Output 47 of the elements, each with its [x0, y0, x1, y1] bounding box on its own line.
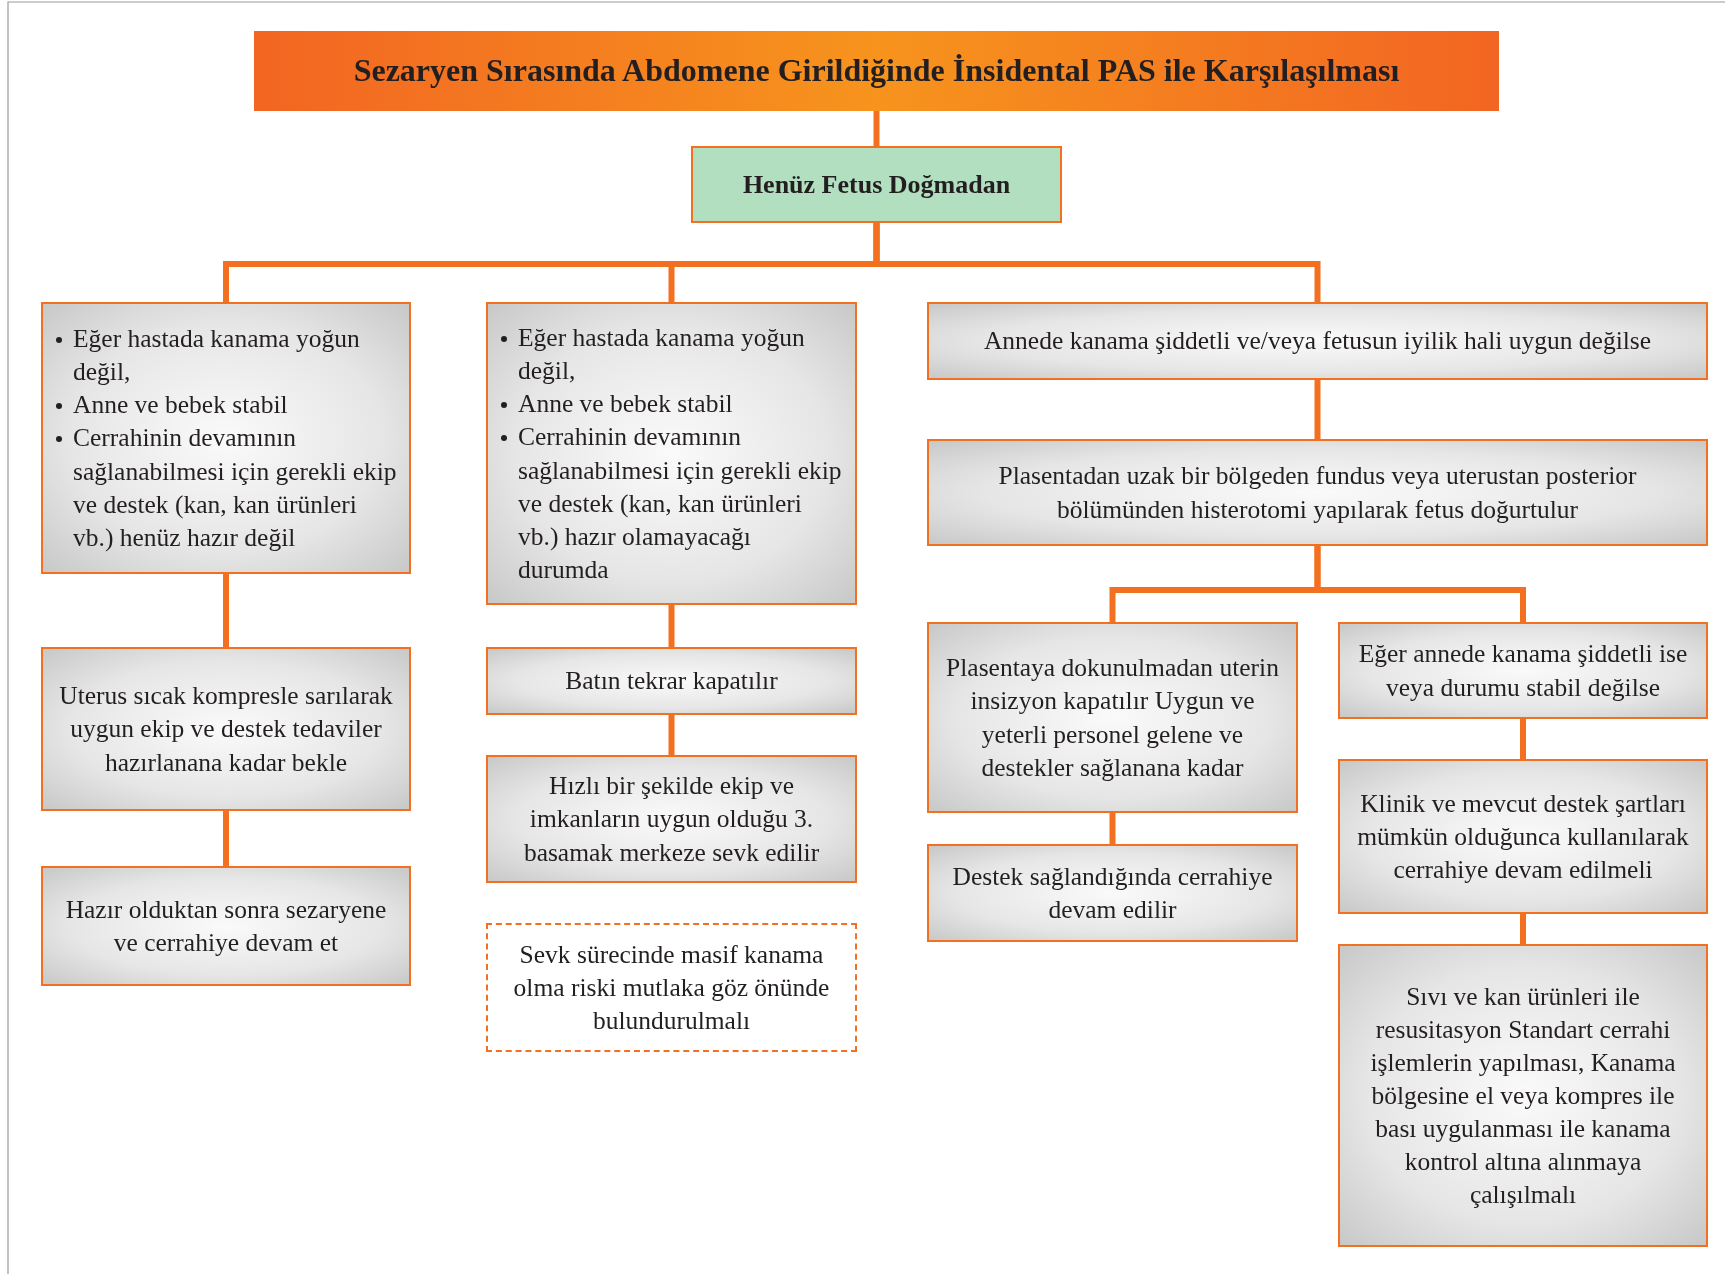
box-text: Plasentadan uzak bir bölgeden fundus veya uterustan posterior bölümünden histerotomi yapılarak fetus doğurtulur — [997, 460, 1638, 526]
connector-line — [668, 715, 675, 755]
box-text: Annede kanama şiddetli ve/veya fetusun iyilik hali uygun değilse — [983, 325, 1652, 358]
connector-line — [873, 223, 1321, 302]
bullet-item: Eğer hastada kanama yoğun değil, — [73, 322, 397, 389]
connector-line — [1314, 546, 1526, 622]
process-box — [1338, 622, 1708, 719]
connector-line — [668, 605, 675, 647]
box-text: Plasentaya dokunulmadan uterin insizyon kapatılır Uygun ve yeterli personel gelene ve destekler sağlanana kadar — [945, 652, 1280, 784]
box-text: Eğer annede kanama şiddetli ise veya durumu stabil değilse — [1357, 638, 1689, 704]
connector-line — [873, 111, 880, 146]
title-banner — [254, 31, 1499, 111]
connector-line — [1520, 914, 1526, 944]
box-text: Henüz Fetus Doğmadan — [742, 168, 1011, 201]
process-box — [41, 647, 411, 811]
box-text: Sevk sürecinde masif kanama olma riski mutlaka göz önünde bulundurulmalı — [512, 938, 831, 1038]
title-text: Sezaryen Sırasında Abdomene Girildiğinde İnsidental PAS ile Karşılaşılması — [353, 51, 1400, 91]
warning-note — [486, 923, 857, 1052]
connector-line — [223, 811, 229, 866]
condition-box — [41, 302, 411, 574]
connector-line — [1314, 380, 1321, 439]
process-box — [1338, 759, 1708, 914]
process-box — [927, 622, 1298, 813]
box-text: Sıvı ve kan ürünleri ile resusitasyon Standart cerrahi işlemlerin yapılması, Kanama bölgesine el veya kompres ile bası uygulanması ile kanama kontrol altına alınmaya çalışılmalı — [1369, 980, 1677, 1212]
process-box — [927, 844, 1298, 942]
connector-line — [223, 574, 229, 647]
box-text: Batın tekrar kapatılır — [565, 665, 778, 698]
process-box — [927, 302, 1708, 380]
process-box — [927, 439, 1708, 546]
bullet-item: Eğer hastada kanama yoğun değil, — [518, 320, 843, 388]
connector-line — [1520, 719, 1526, 759]
bullet-item: Cerrahinin devamının sağlanabilmesi için gerekli ekip ve destek (kan, kan ürünleri vb.) hazır olamayacağı durumda — [518, 420, 843, 587]
box-text: Hızlı bir şekilde ekip ve imkanların uygun olduğu 3. basamak merkeze sevk edilir — [522, 770, 821, 869]
box-text: Klinik ve mevcut destek şartları mümkün olduğunca kullanılarak cerrahiye devam edilmeli — [1356, 787, 1690, 887]
box-text: Hazır olduktan sonra sezaryene ve cerrahiye devam et — [64, 893, 388, 959]
connector-line — [1109, 813, 1116, 844]
stage-box — [691, 146, 1062, 223]
box-text: Destek sağlandığında cerrahiye devam edilir — [951, 860, 1274, 926]
bullet-item: Anne ve bebek stabil — [73, 388, 397, 422]
bullet-item: Anne ve bebek stabil — [518, 387, 843, 421]
bullet-item: Cerrahinin devamının sağlanabilmesi için gerekli ekip ve destek (kan, kan ürünleri vb.) henüz hazır değil — [73, 421, 397, 554]
process-box — [1338, 944, 1708, 1247]
box-text: Uterus sıcak kompresle sarılarak uygun ekip ve destek tedaviler hazırlanana kadar bekle — [58, 680, 394, 779]
process-box — [486, 755, 857, 883]
process-box — [486, 647, 857, 715]
process-box — [41, 866, 411, 986]
condition-box — [486, 302, 857, 605]
